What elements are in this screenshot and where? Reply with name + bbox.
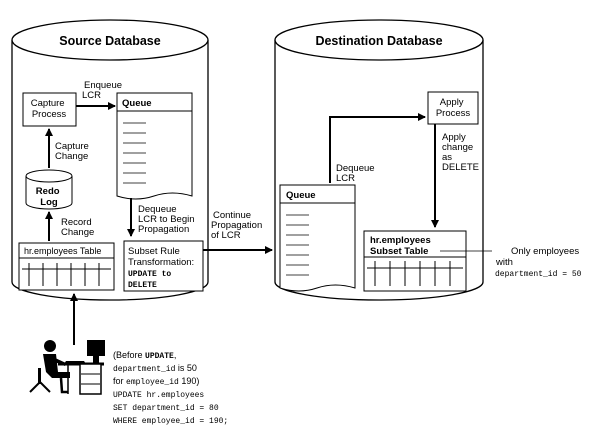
apply-process-label: Apply Process	[436, 97, 471, 119]
destination-queue	[279, 184, 356, 292]
note-line-1: Only employees	[511, 246, 579, 257]
destination-queue-title: Queue	[286, 190, 316, 201]
subset-rule-label: Subset Rule Transformation:	[128, 246, 194, 268]
destination-subset-table-title: hr.employees Subset Table	[370, 235, 433, 257]
source-employees-table-title: hr.employees Table	[24, 246, 101, 256]
continue-propagation-label: Continue Propagation of LCR	[211, 210, 265, 241]
capture-change-label: Capture Change	[55, 141, 91, 162]
subset-rule-delete: DELETE	[128, 281, 157, 290]
note-line-2: with	[495, 257, 513, 268]
subset-rule-box	[123, 240, 204, 292]
dequeue-lcr-arrow	[329, 113, 426, 183]
destination-subset-table	[363, 230, 467, 292]
sql-line-3: for employee_id 190)	[113, 376, 199, 387]
enqueue-lcr-label: Enqueue LCR	[82, 80, 125, 101]
note-line-3: department_id = 50	[495, 270, 582, 279]
sql-line-6: WHERE employee_id = 190;	[113, 417, 228, 426]
dequeue-begin-propagation-label: Dequeue LCR to Begin Propagation	[138, 204, 197, 235]
source-queue-title: Queue	[122, 98, 152, 109]
redo-log-label: Redo Log	[36, 186, 62, 208]
source-queue	[116, 92, 193, 200]
sql-line-2: department_id is 50	[113, 363, 197, 374]
subset-rule-update-to: UPDATE to	[128, 270, 171, 279]
sql-line-4: UPDATE hr.employees	[113, 391, 204, 400]
destination-database-title: Destination Database	[315, 34, 442, 48]
source-database-title: Source Database	[59, 34, 160, 48]
dequeue-lcr-label: Dequeue LCR	[336, 163, 377, 184]
sql-line-1: (Before UPDATE,	[113, 350, 176, 361]
source-employees-table	[18, 242, 115, 291]
record-change-label: Record Change	[61, 217, 94, 238]
capture-process-box	[22, 92, 77, 127]
capture-process-label: Capture Process	[31, 98, 67, 120]
apply-process-box	[427, 91, 479, 125]
user-at-computer-icon	[29, 340, 105, 395]
redo-log-cylinder	[25, 169, 73, 210]
apply-change-label: Apply change as DELETE	[442, 132, 479, 173]
sql-line-5: SET department_id = 80	[113, 404, 219, 413]
